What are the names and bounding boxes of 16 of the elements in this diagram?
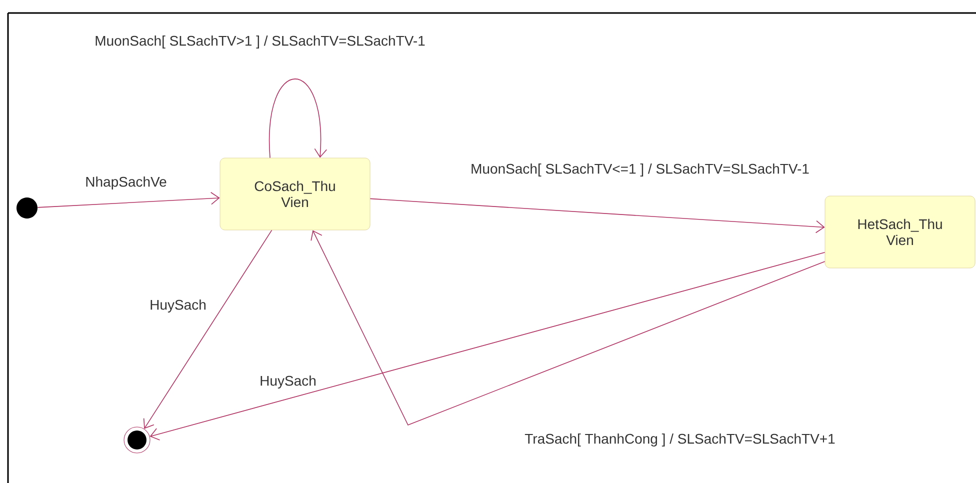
edge-label: HuySach [258, 374, 318, 390]
transition-arrow [143, 230, 272, 429]
transition-arrow [150, 252, 826, 440]
edge-label: HuySach [148, 298, 208, 314]
state-box: HetSach_Thu Vien [824, 196, 976, 268]
final-state [124, 426, 150, 454]
edge-label: MuonSach[ SLSachTV>1 ] / SLSachTV=SLSachTV-1 [94, 34, 426, 50]
transition-arrow [370, 198, 825, 234]
transition-arrow [269, 78, 328, 158]
edge-label: NhapSachVe [84, 175, 168, 191]
edge-label: TraSach[ ThanhCong ] / SLSachTV=SLSachTV+1 [524, 432, 836, 448]
state-box: CoSach_Thu Vien [220, 158, 370, 230]
edge-label: MuonSach[ SLSachTV<=1 ] / SLSachTV=SLSachTV-1 [470, 162, 810, 178]
initial-state [16, 198, 38, 218]
transition-arrow [310, 230, 826, 426]
transition-arrow [37, 192, 220, 208]
